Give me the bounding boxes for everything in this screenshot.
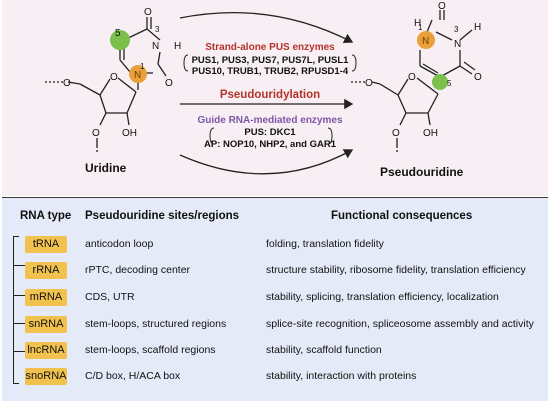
atom-label-oh-right: OH	[423, 128, 438, 139]
guide-right-brace	[327, 127, 333, 145]
c5-highlight	[110, 30, 130, 50]
sites-cell: C/D box, H/ACA box	[85, 370, 181, 382]
n1-highlight	[129, 65, 147, 83]
uridine-label: Uridine	[85, 161, 127, 175]
consequences-cell: splice-site recognition, spliceosome ass…	[266, 318, 534, 330]
consequences-cell: stability, interaction with proteins	[266, 370, 417, 382]
reaction-panel	[2, 0, 548, 196]
sites-cell: stem-loops, scaffold regions	[85, 344, 216, 356]
strand-alone-line-1: PUS1, PUS3, PUS7, PUS7L, PUSL1	[192, 55, 350, 66]
consequences-cell: stability, splicing, translation efficie…	[266, 291, 499, 303]
uridine-structure	[45, 17, 167, 152]
atom-label-o-bottom: O	[92, 128, 100, 139]
atom-label-n1: N	[134, 70, 141, 81]
atom-label-o-bottom-right: O	[392, 128, 400, 139]
rna-type-tag: snRNA	[25, 316, 67, 333]
consequences-cell: structure stability, ribosome fidelity, …	[266, 264, 526, 276]
atom-label-o5: O	[63, 78, 71, 89]
atom-label-h3-right: H	[474, 22, 481, 33]
atom-label-o-right: O	[165, 78, 173, 89]
consequences-cell: stability, scaffold function	[266, 344, 382, 356]
consequences-cell: folding, translation fidelity	[266, 238, 384, 250]
bracket-stub	[14, 323, 25, 324]
atom-label-o-ring: O	[110, 72, 118, 83]
atom-number-3: 3	[155, 25, 160, 34]
rna-type-tag: rRNA	[25, 262, 67, 279]
rna-type-tag: mRNA	[25, 289, 67, 306]
atom-label-n3-right: N	[454, 39, 461, 50]
sites-cell: stem-loops, structured regions	[85, 318, 227, 330]
atom-label-h1-right: H	[414, 18, 421, 29]
atom-label-n3: N	[152, 41, 159, 52]
atom-number-5-right: 5	[447, 79, 452, 88]
reaction-diagram: 5 N N H 1 3 O O O OH O O	[45, 1, 482, 179]
bracket-stub	[14, 295, 25, 296]
top-curved-arrow	[179, 11, 354, 44]
table-row: tRNA anticodon loop folding, translation…	[0, 236, 550, 254]
rna-type-tag: snoRNA	[25, 368, 67, 385]
guide-title: Guide RNA-mediated enzymes	[197, 115, 342, 126]
table-row: snoRNA C/D box, H/ACA box stability, int…	[0, 368, 550, 386]
bracket-stub	[14, 265, 25, 266]
atom-label-5: 5	[115, 28, 121, 39]
atom-number-1: 1	[140, 62, 145, 71]
rna-type-tag: lncRNA	[25, 342, 67, 359]
row-bracket	[13, 236, 19, 384]
process-label: Pseudouridylation	[220, 89, 320, 101]
guide-line-2: AP: NOP10, NHP2, and GAR1	[204, 139, 337, 150]
atom-number-3-right: 3	[454, 25, 459, 34]
strand-alone-title: Strand-alone PUS enzymes	[205, 42, 335, 53]
atom-label-o-top-right: O	[438, 1, 446, 12]
table-row: snRNA stem-loops, structured regions spl…	[0, 316, 550, 334]
table-row: rRNA rPTC, decoding center structure sta…	[0, 262, 550, 280]
rna-type-tag: tRNA	[25, 236, 67, 253]
atom-label-o5-right: O	[365, 78, 373, 89]
sites-cell: rPTC, decoding center	[85, 264, 191, 276]
pseudouridine-structure	[350, 10, 476, 152]
left-brace	[183, 54, 189, 72]
atom-label-oh: OH	[122, 128, 137, 139]
sites-cell: anticodon loop	[85, 238, 154, 250]
col-header-consequences: Functional consequences	[331, 210, 473, 222]
atom-label-n1-right: N	[422, 36, 429, 47]
guide-left-brace	[209, 127, 215, 145]
guide-line-1: PUS: DKC1	[244, 127, 296, 138]
n1-highlight-right	[417, 31, 435, 49]
col-header-sites: Pseudouridine sites/regions	[85, 210, 240, 222]
atom-label-h: H	[174, 41, 181, 52]
pseudouridine-label: Pseudouridine	[380, 165, 464, 179]
bottom-curved-arrow	[179, 149, 354, 175]
atom-label-o-ring-right: O	[408, 72, 416, 83]
table-row: mRNA CDS, UTR stability, splicing, trans…	[0, 289, 550, 307]
col-header-type: RNA type	[20, 210, 72, 222]
table-panel	[2, 197, 548, 401]
atom-number-1-right: 1	[418, 23, 423, 32]
sites-cell: CDS, UTR	[85, 291, 135, 303]
atom-label-o-right-right: O	[474, 72, 482, 83]
strand-alone-line-2: PUS10, TRUB1, TRUB2, RPUSD1-4	[192, 66, 349, 77]
c5-highlight-right	[432, 74, 448, 90]
table-row: lncRNA stem-loops, scaffold regions stab…	[0, 342, 550, 360]
bracket-stub	[14, 351, 25, 352]
right-brace	[351, 54, 357, 72]
atom-label-o-top: O	[144, 7, 152, 18]
